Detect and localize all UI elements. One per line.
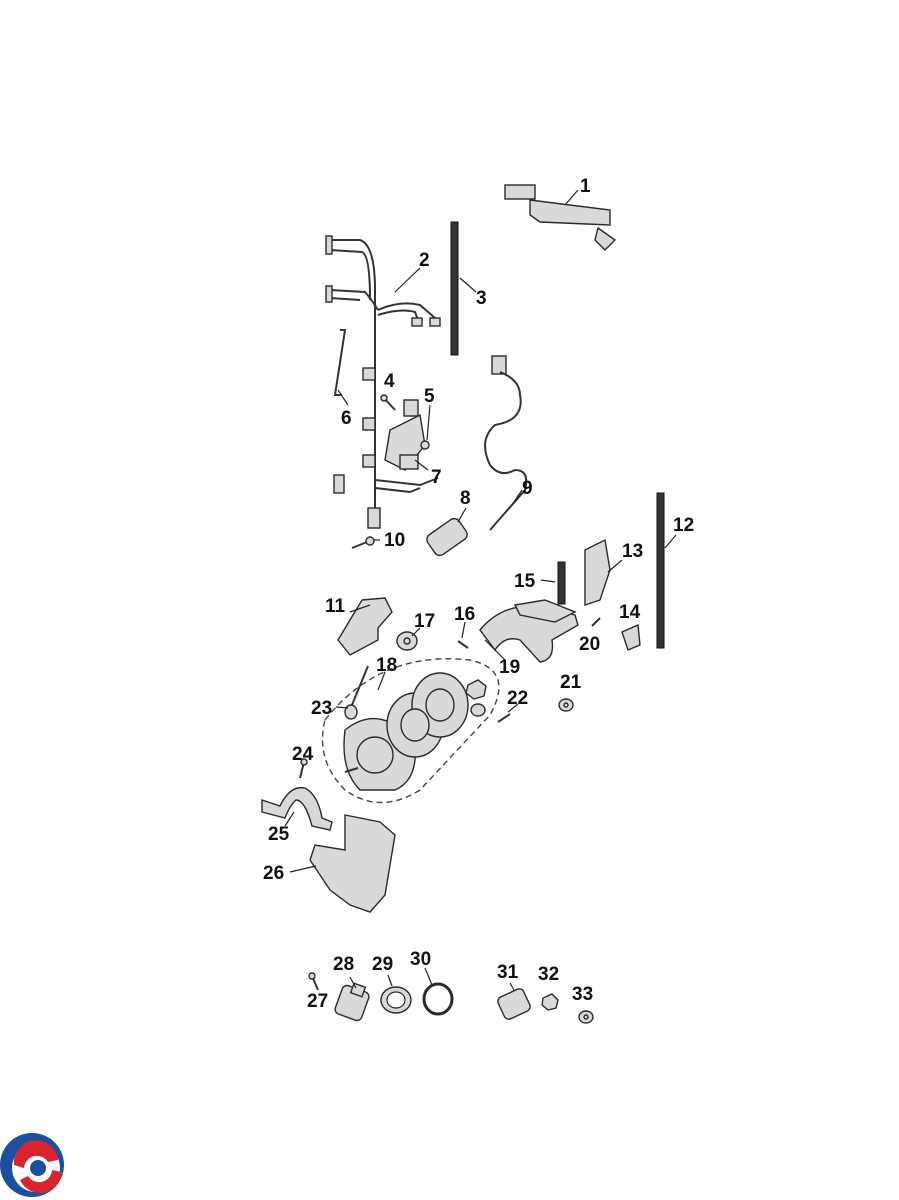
part-14-plug <box>621 623 641 651</box>
callout-30: 30 <box>410 949 431 970</box>
callout-8: 8 <box>460 488 471 509</box>
part-22-nut-washer <box>465 679 519 723</box>
part-26-base-bracket <box>289 814 396 913</box>
callout-22: 22 <box>507 688 528 709</box>
part-1-control-bracket <box>504 184 617 251</box>
part-13-fan-cover <box>584 538 623 606</box>
part-19-fan-housing <box>479 599 579 663</box>
part-9-power-cord <box>484 355 528 531</box>
part-7-switch-assembly <box>384 399 431 471</box>
part-29-gasket <box>380 974 412 1014</box>
callout-7: 7 <box>431 467 442 488</box>
callout-23: 23 <box>311 698 332 719</box>
part-3-sealing-strip <box>450 221 477 356</box>
callout-29: 29 <box>372 954 393 975</box>
callout-13: 13 <box>622 541 643 562</box>
part-17-bushing <box>396 627 421 651</box>
callout-6: 6 <box>341 408 352 429</box>
part-30-o-ring <box>422 967 454 1016</box>
callout-14: 14 <box>619 602 641 623</box>
callout-1: 1 <box>580 176 591 197</box>
part-4-screw <box>380 394 396 411</box>
part-11-insulation-plate <box>337 597 393 656</box>
callout-26: 26 <box>263 863 284 884</box>
callout-31: 31 <box>497 962 519 983</box>
part-6-jumper-wire <box>333 329 349 406</box>
part-24-screw <box>299 758 308 779</box>
part-18-motor-assembly-group <box>321 658 500 804</box>
callout-20: 20 <box>579 634 600 655</box>
part-21-washer <box>558 698 574 712</box>
callout-27: 27 <box>307 991 328 1012</box>
callout-28: 28 <box>333 954 354 975</box>
callout-10: 10 <box>384 530 405 551</box>
callout-4: 4 <box>384 371 395 392</box>
callout-17: 17 <box>414 611 435 632</box>
callout-16: 16 <box>454 604 475 625</box>
part-27-screw <box>308 972 319 991</box>
callout-19: 19 <box>499 657 520 678</box>
part-33-washer <box>578 1010 594 1024</box>
callout-25: 25 <box>268 824 290 845</box>
callout-2: 2 <box>419 250 430 271</box>
part-8-capacitor <box>426 507 468 557</box>
callout-5: 5 <box>424 386 435 407</box>
part-2-wire-harness <box>325 235 441 529</box>
part-15-sealing-strip <box>540 561 566 605</box>
callout-18: 18 <box>376 655 397 676</box>
part-31-capacitor <box>497 982 531 1020</box>
callout-24: 24 <box>292 744 314 765</box>
callout-3: 3 <box>476 288 487 309</box>
callout-33: 33 <box>572 984 593 1005</box>
part-25-motor-clamp <box>261 786 333 831</box>
part-23-rod <box>335 665 369 720</box>
part-10-screw <box>351 536 380 549</box>
part-16-screw <box>457 621 469 649</box>
part-20-screw <box>591 617 601 627</box>
callout-15: 15 <box>514 571 536 592</box>
part-32-nut <box>541 993 559 1011</box>
callout-12: 12 <box>673 515 694 536</box>
part-28-capacitor <box>334 976 370 1022</box>
callout-21: 21 <box>560 672 582 693</box>
part-12-sealing-strip <box>656 492 677 649</box>
callout-9: 9 <box>522 478 533 499</box>
callout-labels: 1 2 3 4 5 6 7 8 9 10 11 12 13 14 15 16 1… <box>263 176 694 1012</box>
callout-32: 32 <box>538 964 559 985</box>
callout-11: 11 <box>325 596 346 617</box>
brand-logo-icon <box>0 1133 64 1197</box>
